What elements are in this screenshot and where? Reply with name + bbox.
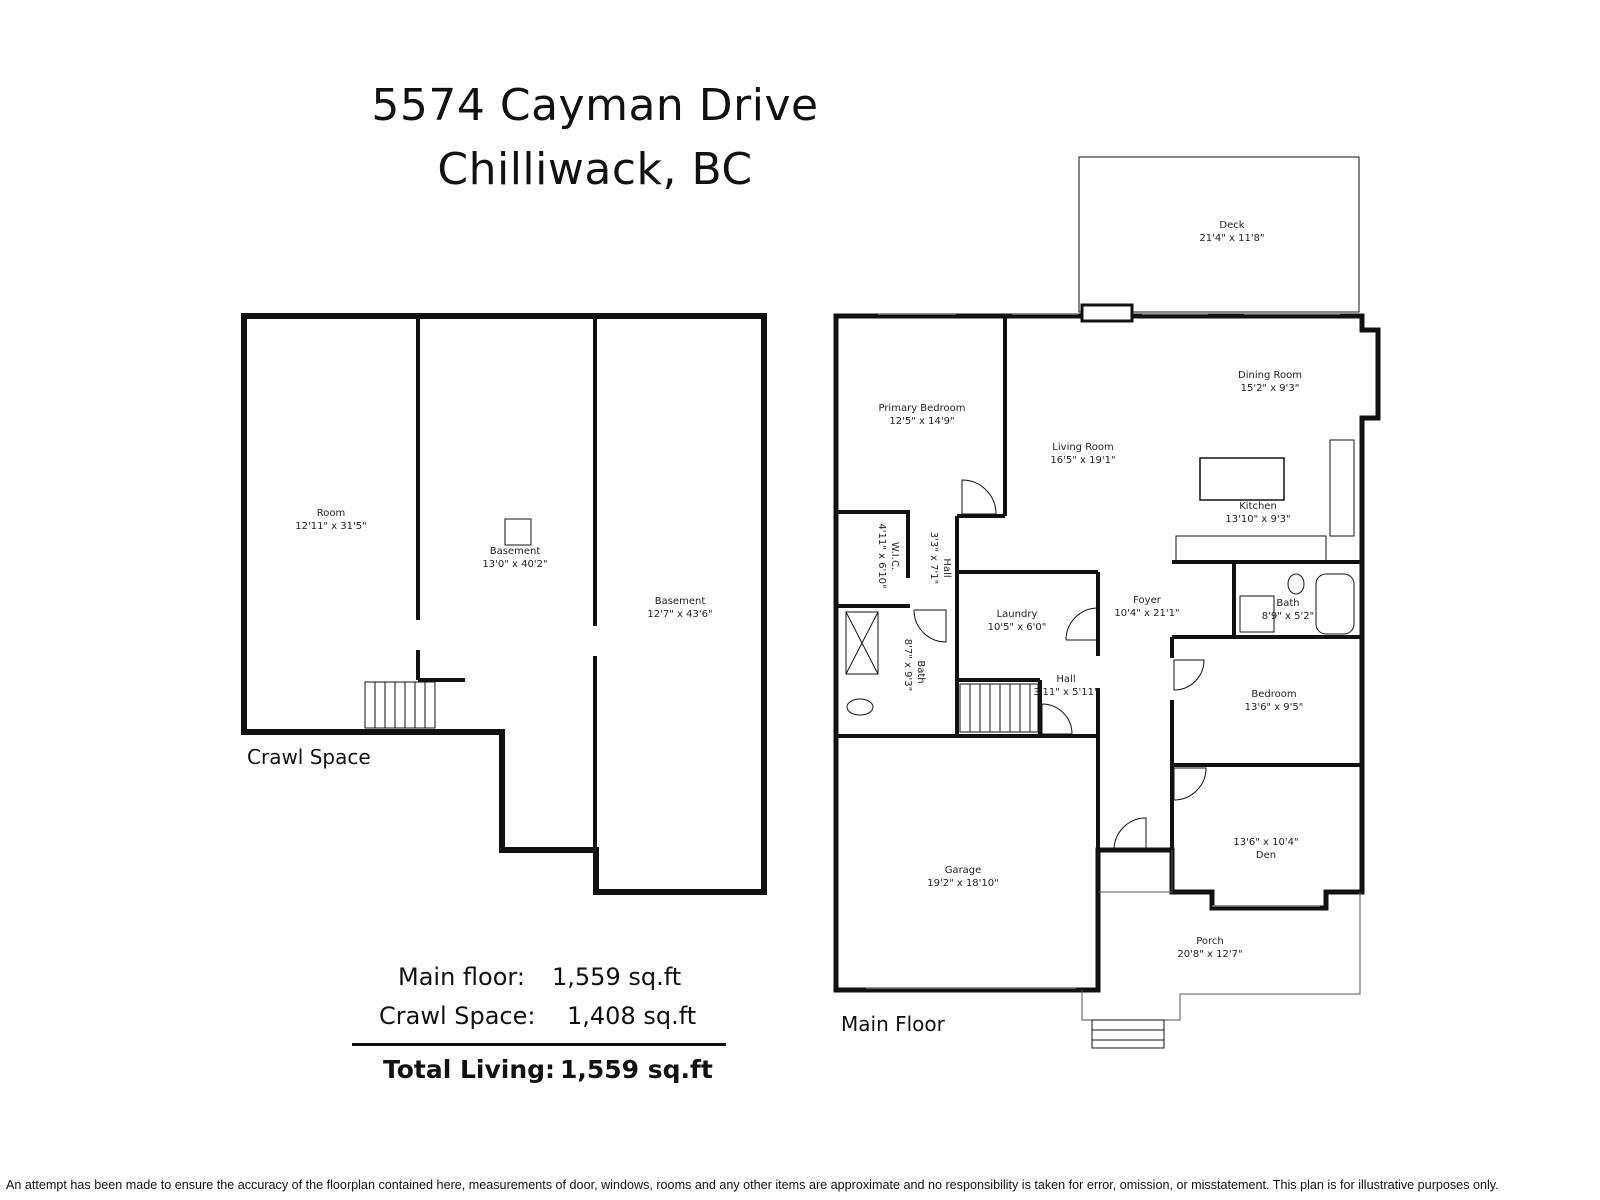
dining-room-dims: 15'2" x 9'3" xyxy=(1241,383,1300,394)
garage-dims: 19'2" x 18'10" xyxy=(927,878,999,889)
bath-2-name: Bath xyxy=(915,660,926,683)
kitchen-dims: 13'10" x 9'3" xyxy=(1225,514,1290,525)
primary-bedroom-name: Primary Bedroom xyxy=(878,403,965,414)
crawl-space-area-label: Crawl Space: xyxy=(379,1002,536,1030)
crawl-basement-2-dims: 12'7" x 43'6" xyxy=(647,609,712,620)
crawl-room-name: Room xyxy=(317,508,345,519)
deck-dims: 21'4" x 11'8" xyxy=(1199,233,1264,244)
deck-name: Deck xyxy=(1219,220,1244,231)
laundry-name: Laundry xyxy=(997,609,1038,620)
bath-1-name: Bath xyxy=(1276,598,1299,609)
address-line-2: Chilliwack, BC xyxy=(437,144,753,195)
hall-1-name: Hall xyxy=(941,558,952,577)
bedroom-dims: 13'6" x 9'5" xyxy=(1245,702,1304,713)
wic-name: W.I.C. xyxy=(889,542,900,570)
crawl-basement-2-name: Basement xyxy=(655,596,706,607)
crawl-space-area-value: 1,408 sq.ft xyxy=(567,1002,697,1030)
foyer-name: Foyer xyxy=(1133,595,1162,606)
main-floor-label: Main Floor xyxy=(841,1012,945,1036)
foyer-dims: 10'4" x 21'1" xyxy=(1114,608,1179,619)
main-floor-area-value: 1,559 sq.ft xyxy=(552,963,682,991)
hall-1-dims: 3'3" x 7'1" xyxy=(928,532,939,584)
garage-name: Garage xyxy=(945,865,982,876)
wic-dims: 4'11" x 6'10" xyxy=(876,523,887,588)
porch-dims: 20'8" x 12'7" xyxy=(1177,949,1242,960)
bath-2-dims: 8'7" x 9'3" xyxy=(902,639,913,691)
deck-outline xyxy=(1078,156,1360,313)
bath-1-dims: 8'9" x 5'2" xyxy=(1262,611,1314,622)
crawl-room-dims: 12'11" x 31'5" xyxy=(295,521,367,532)
main-floor-area-label: Main floor: xyxy=(398,963,525,991)
den-name: Den xyxy=(1256,850,1276,861)
main-floor-plan xyxy=(833,156,1381,1049)
bedroom-name: Bedroom xyxy=(1251,689,1296,700)
hall-2-dims: 3'11" x 5'11" xyxy=(1033,687,1098,698)
total-living-label: Total Living: xyxy=(383,1055,556,1084)
porch-name: Porch xyxy=(1196,936,1224,947)
living-room-dims: 16'5" x 19'1" xyxy=(1050,455,1115,466)
crawl-space-label: Crawl Space xyxy=(247,745,371,769)
area-divider xyxy=(352,1043,726,1046)
den-dims: 13'6" x 10'4" xyxy=(1233,837,1298,848)
laundry-dims: 10'5" x 6'0" xyxy=(988,622,1047,633)
crawl-basement-1-name: Basement xyxy=(490,546,541,557)
crawl-basement-1-dims: 13'0" x 40'2" xyxy=(482,559,547,570)
kitchen-name: Kitchen xyxy=(1239,501,1277,512)
primary-bedroom-dims: 12'5" x 14'9" xyxy=(889,416,954,427)
crawl-space-plan xyxy=(241,313,767,895)
address-line-1: 5574 Cayman Drive xyxy=(371,80,819,131)
living-room-name: Living Room xyxy=(1052,442,1113,453)
hall-2-name: Hall xyxy=(1056,674,1075,685)
total-living-value: 1,559 sq.ft xyxy=(560,1055,713,1084)
dining-room-name: Dining Room xyxy=(1238,370,1302,381)
disclaimer-text: An attempt has been made to ensure the a… xyxy=(6,1178,1499,1192)
